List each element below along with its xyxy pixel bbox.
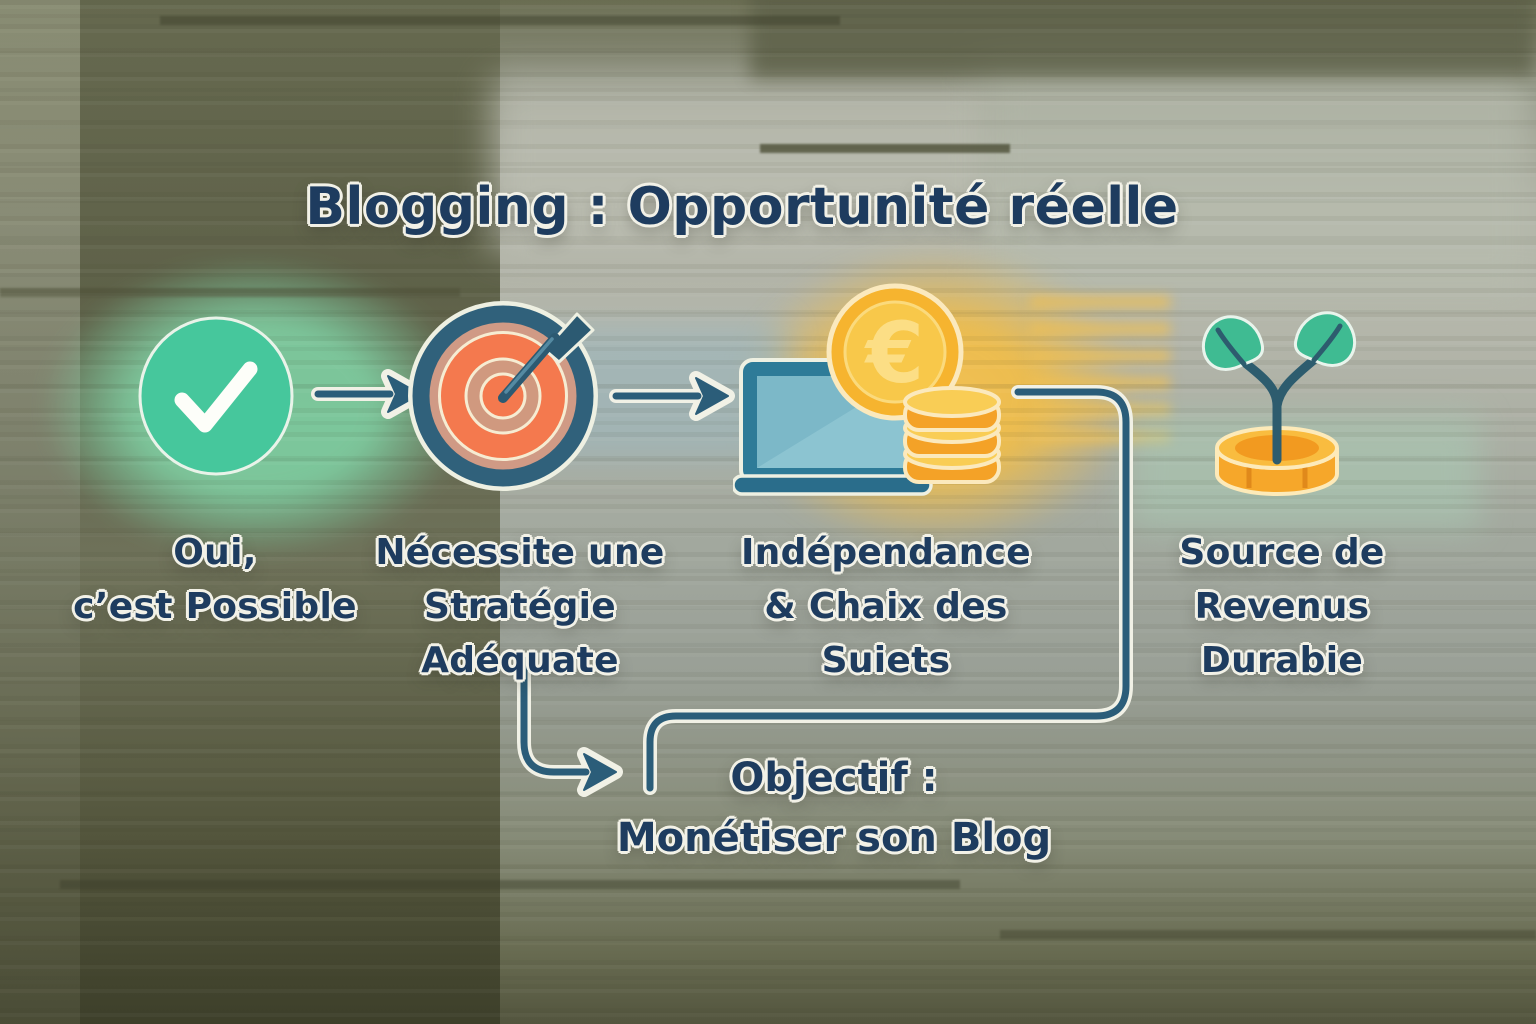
coin-stack-icon: [903, 386, 1001, 484]
step-label-line: & Chaix des: [764, 586, 1008, 627]
step-label-line: Revenus: [1194, 586, 1370, 627]
step-label-line: Indépendance: [740, 532, 1032, 573]
laptop-euro-coins-icon: €: [731, 280, 1013, 498]
step-label-line: Nécessite une: [375, 532, 665, 573]
objective-line: Monétiser son Blog: [616, 815, 1052, 861]
euro-coin-icon: €: [826, 283, 964, 421]
connector-laptop-objective: [646, 388, 1130, 792]
objective-line: Objectif :: [730, 755, 938, 801]
sprout-coin-icon: [1192, 294, 1364, 502]
step-label-line: Stratégie: [423, 586, 617, 627]
step-label-revenue: Source de Revenus Durabie: [1122, 526, 1442, 688]
checkmark-circle-icon: [137, 316, 295, 476]
arrow-strategy-objective: [520, 656, 590, 776]
arrowhead-icon: [695, 377, 729, 415]
step-label-independence: Indépendance & Chaix des Suiets: [726, 526, 1046, 688]
euro-symbol: €: [864, 304, 924, 402]
step-label-line: Suiets: [821, 640, 951, 681]
page-title: Blogging : Opportunité réelle: [305, 176, 1179, 237]
step-label-line: c’est Possible: [73, 586, 357, 627]
objective-text: Objectif : Monétiser son Blog: [574, 748, 1094, 868]
step-label-line: Adéquate: [421, 640, 619, 681]
step-label-line: Source de: [1179, 532, 1385, 573]
step-label-possible: Oui, c’est Possible: [55, 526, 375, 634]
arrowhead-icon: [583, 753, 617, 791]
step-label-strategy: Nécessite une Stratégie Adéquate: [360, 526, 680, 688]
target-dart-icon: [405, 292, 615, 496]
step-label-line: Oui,: [173, 532, 257, 573]
step-label-line: Durabie: [1200, 640, 1364, 681]
